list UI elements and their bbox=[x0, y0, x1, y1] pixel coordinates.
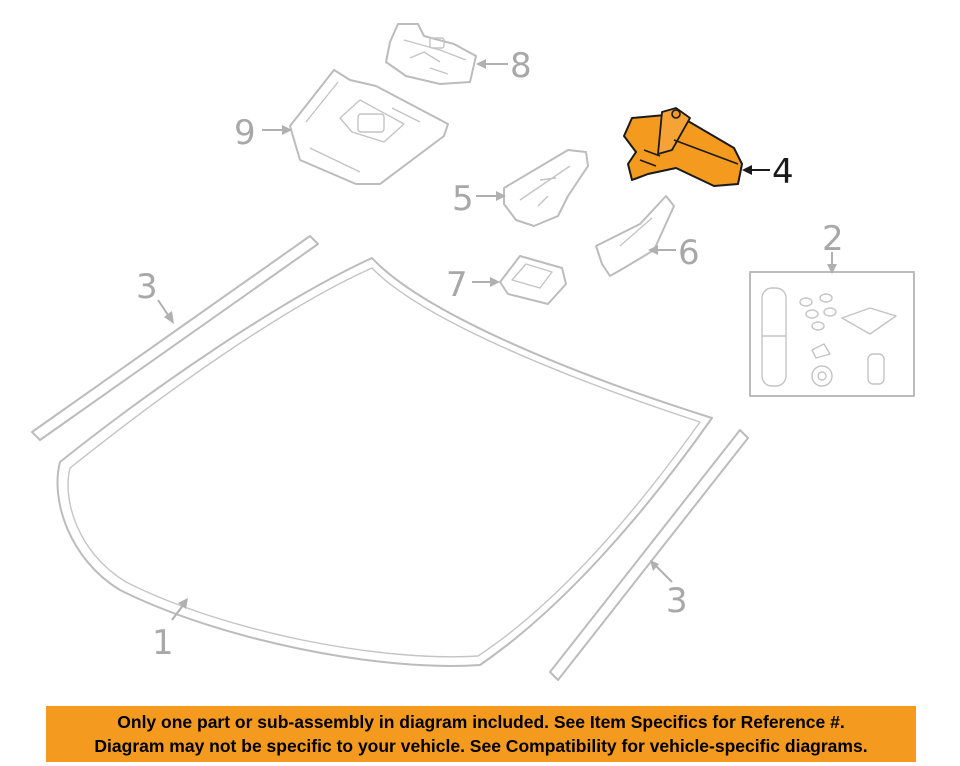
disclaimer-line-1: Only one part or sub-assembly in diagram… bbox=[117, 712, 845, 732]
callout-9: 9 bbox=[234, 113, 256, 153]
callout-5: 5 bbox=[452, 179, 474, 219]
parts-diagram: 1 2 3 3 4 5 6 7 8 9 bbox=[31, 23, 915, 681]
callout-8: 8 bbox=[510, 46, 532, 86]
callout-6: 6 bbox=[678, 233, 700, 273]
leader-lines bbox=[157, 59, 837, 621]
disclaimer-line-2: Diagram may not be specific to your vehi… bbox=[94, 736, 868, 756]
disclaimer-banner: Only one part or sub-assembly in diagram… bbox=[46, 706, 916, 762]
callout-7: 7 bbox=[446, 265, 468, 305]
part-9-console-base bbox=[289, 69, 449, 185]
part-6-trim bbox=[595, 195, 675, 277]
callout-4: 4 bbox=[772, 152, 794, 192]
callout-labels: 1 2 3 3 4 5 6 7 8 9 bbox=[136, 46, 844, 663]
callout-2: 2 bbox=[822, 219, 844, 259]
callout-3-left: 3 bbox=[136, 267, 158, 307]
callout-3-right: 3 bbox=[666, 581, 688, 621]
part-8-bracket bbox=[385, 23, 477, 85]
part-5-cover bbox=[503, 149, 589, 227]
part-3-molding-left bbox=[31, 235, 319, 441]
part-4-mirror bbox=[623, 107, 743, 187]
part-1-windshield bbox=[56, 257, 713, 667]
part-3-molding-right bbox=[549, 429, 749, 681]
part-7-sensor bbox=[499, 255, 567, 305]
part-2-kit-box bbox=[749, 271, 915, 397]
callout-1: 1 bbox=[152, 623, 174, 663]
